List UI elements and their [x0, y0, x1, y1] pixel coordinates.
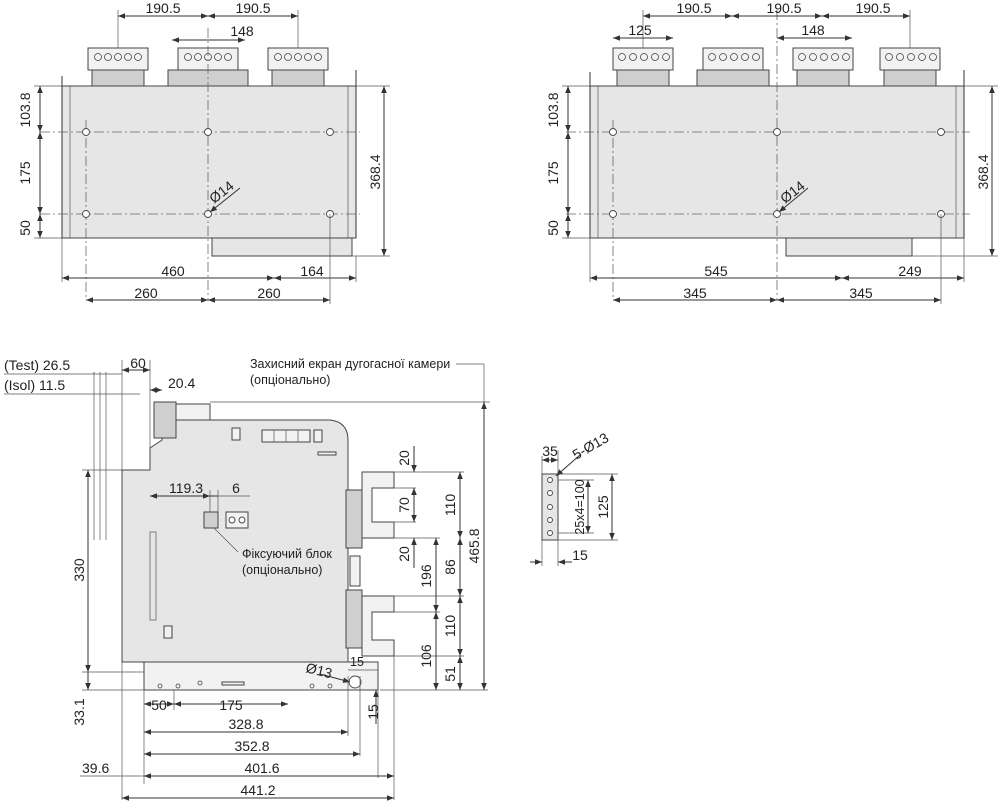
dim-bottom-345b: 345 — [849, 285, 873, 301]
dim-119-3: 119.3 — [169, 480, 203, 496]
dim-15: 15 — [572, 547, 588, 563]
dim-left-3: 50 — [545, 220, 561, 236]
arc-shield-note-1: Захисний екран дугогасної камери — [250, 357, 450, 371]
dim-196: 196 — [418, 564, 434, 588]
dim-125: 125 — [595, 495, 611, 519]
terminal-detail: 35 5-Ø13 25x4=100 125 15 — [530, 429, 618, 566]
lock-block — [203, 511, 249, 529]
top-handle — [153, 401, 177, 439]
bottom-module-right — [785, 237, 913, 257]
dim-right: 368.4 — [367, 154, 383, 189]
dim-110-upper: 110 — [442, 494, 458, 517]
dim-left-3: 50 — [17, 220, 33, 236]
dim-top-3: 148 — [230, 23, 254, 39]
hole-label: Ø13 — [304, 659, 334, 681]
dim-bottom-460: 460 — [161, 263, 185, 279]
dim-20-4: 20.4 — [168, 375, 195, 391]
dim-right: 368.4 — [975, 154, 991, 189]
dim-33-1: 33.1 — [71, 698, 87, 725]
dim-bottom-345a: 345 — [683, 285, 707, 301]
terminal-blocks-right — [612, 47, 941, 87]
dim-106: 106 — [418, 644, 434, 668]
dim-35: 35 — [542, 443, 558, 459]
dim-465-8: 465.8 — [466, 528, 482, 563]
dim-bottom-441-2: 441.2 — [240, 782, 275, 798]
dim-bottom-164: 164 — [300, 263, 324, 279]
dim-bottom-260b: 260 — [257, 285, 281, 301]
dim-top-2: 190.5 — [766, 0, 801, 16]
dim-top-148: 148 — [801, 22, 825, 38]
dim-top-125: 125 — [628, 22, 652, 38]
dim-left-2: 175 — [545, 161, 561, 185]
dim-110-lower: 110 — [442, 615, 458, 638]
terminal-blocks-left — [87, 47, 329, 87]
dim-15-side: 15 — [365, 704, 381, 720]
test-position-label: (Test) 26.5 — [4, 357, 70, 373]
dim-bottom-175: 175 — [219, 697, 243, 713]
dim-51: 51 — [442, 666, 458, 682]
top-left-view: 190.5 190.5 148 103.8 175 50 368.4 Ø14 4… — [17, 0, 390, 304]
dim-bottom-260a: 260 — [134, 285, 158, 301]
base-plate — [143, 661, 379, 691]
dim-bottom-328-8: 328.8 — [228, 716, 263, 732]
side-view: (Test) 26.5 (Isol) 11.5 60 20.4 Захисний… — [4, 355, 490, 801]
isol-position-label: (Isol) 11.5 — [4, 377, 65, 393]
bottom-module-left — [211, 237, 353, 257]
spacing-label: 25x4=100 — [573, 479, 587, 534]
dim-6: 6 — [232, 480, 240, 496]
dim-top-1: 190.5 — [676, 0, 711, 16]
lock-note-1: Фіксуючий блок — [242, 547, 332, 561]
dim-top-3: 190.5 — [855, 0, 890, 16]
dim-330: 330 — [71, 558, 87, 582]
dim-left-1: 103.8 — [17, 92, 33, 127]
arc-shield — [93, 372, 107, 540]
dim-20-lower: 20 — [396, 546, 412, 562]
dim-86: 86 — [442, 559, 458, 575]
top-right-view: 190.5 190.5 190.5 125 148 103.8 175 50 3… — [545, 0, 998, 304]
dim-left-1: 103.8 — [545, 92, 561, 127]
lock-note-2: (опціонально) — [242, 563, 322, 577]
busbar-terminals — [345, 471, 395, 657]
holes-label: 5-Ø13 — [570, 429, 612, 462]
dim-bottom-401-6: 401.6 — [244, 760, 279, 776]
dim-left-2: 175 — [17, 161, 33, 185]
dim-bottom-545: 545 — [704, 263, 728, 279]
dim-60: 60 — [130, 355, 146, 371]
dim-top-2: 190.5 — [235, 0, 270, 16]
dim-39-6: 39.6 — [82, 760, 109, 776]
dim-20-upper: 20 — [396, 450, 412, 466]
dim-15-top: 15 — [350, 655, 364, 669]
dim-top-1: 190.5 — [145, 0, 180, 16]
arc-shield-note-2: (опціонально) — [250, 373, 330, 387]
dim-bottom-352-8: 352.8 — [234, 738, 269, 754]
dim-70: 70 — [396, 497, 412, 513]
dim-bottom-249: 249 — [898, 263, 922, 279]
dim-bottom-50: 50 — [151, 697, 167, 713]
